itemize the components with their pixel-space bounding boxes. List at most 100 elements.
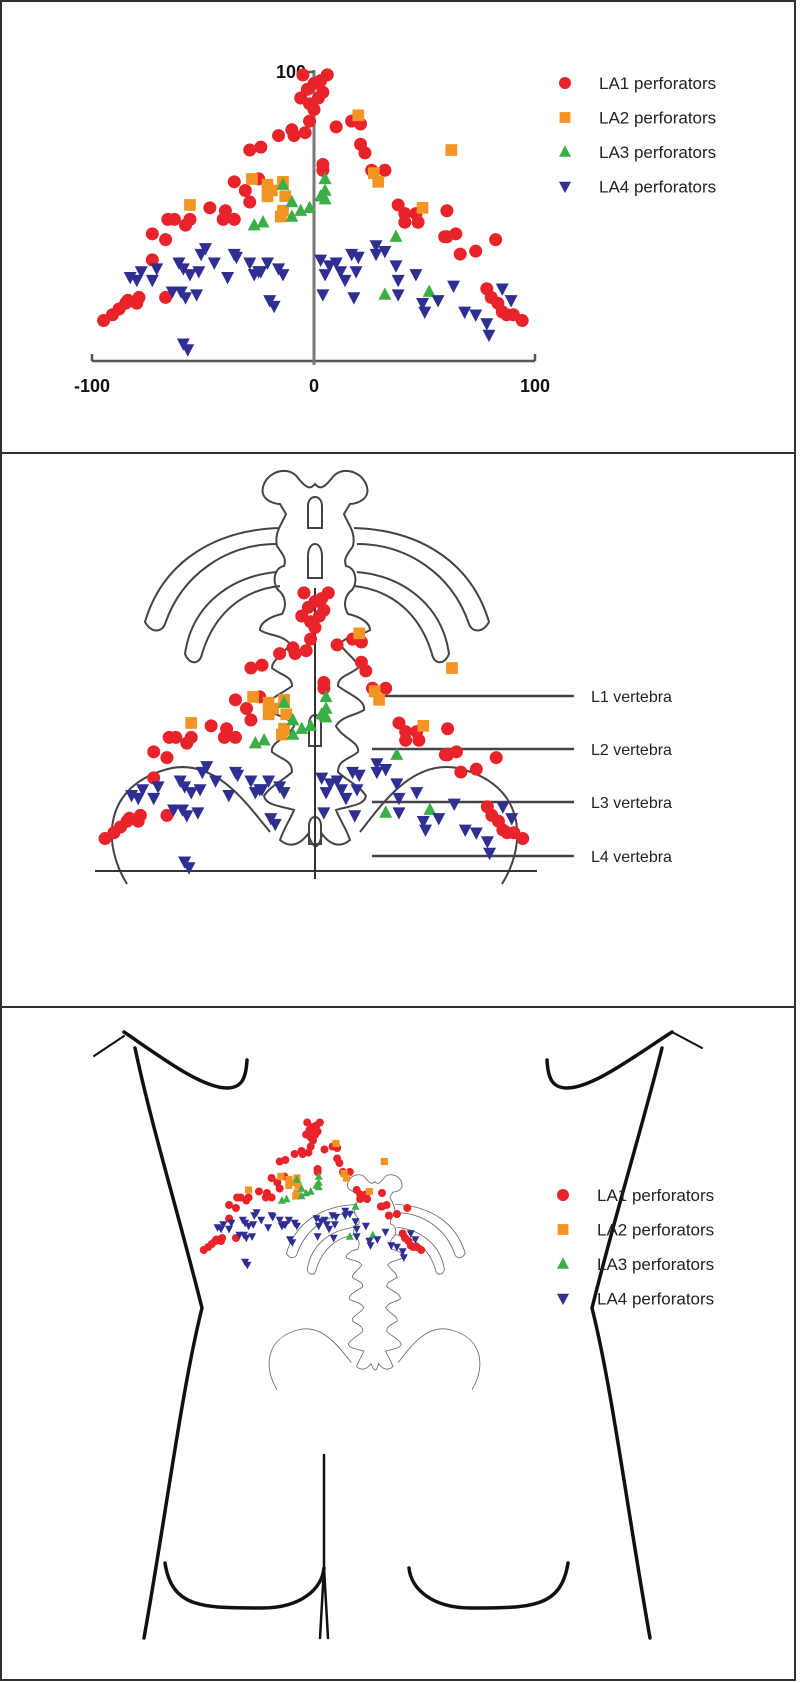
la4-point-body	[399, 1254, 408, 1262]
la4-point-diagram	[248, 787, 262, 800]
la4-point-body	[341, 1207, 350, 1216]
la4-point-body	[352, 1233, 361, 1241]
la1-point-diagram	[516, 832, 530, 846]
la4-point-body	[330, 1221, 339, 1229]
la2-point-body	[380, 1157, 388, 1166]
triangle-down-legend-icon	[557, 1293, 569, 1306]
la4-point	[378, 245, 392, 259]
la1-point	[378, 163, 392, 177]
la4-point-body	[312, 1215, 321, 1223]
la4-point-body	[406, 1230, 415, 1238]
la1-point-body	[218, 1234, 227, 1242]
la1-point	[272, 129, 286, 143]
la4-point-diagram	[480, 836, 494, 849]
la2-point	[416, 201, 429, 214]
square-legend-icon	[559, 112, 571, 123]
la1-point-body	[290, 1150, 299, 1158]
legend-label: LA2 perforators	[597, 1221, 714, 1240]
la4-point-body	[366, 1242, 375, 1250]
la1-point-diagram	[133, 808, 147, 822]
legend-item: LA2 perforators	[559, 109, 716, 128]
la1-point-diagram	[489, 751, 503, 765]
la1-point-diagram	[244, 661, 258, 675]
la4-point-body	[320, 1216, 329, 1225]
la4-point-diagram	[167, 804, 181, 817]
la1-point-diagram	[438, 748, 452, 762]
la4-point-diagram	[244, 775, 258, 788]
la1-point	[238, 183, 252, 197]
la4-point	[504, 295, 518, 308]
la3-point-diagram	[390, 747, 404, 760]
la4-point-body	[292, 1222, 301, 1231]
la4-point	[145, 274, 159, 288]
la3-point	[314, 189, 328, 202]
la4-point	[183, 269, 197, 282]
vertebra-label-l3: L3 vertebra	[591, 795, 672, 812]
la4-point-diagram	[392, 792, 406, 806]
la4-point-diagram	[136, 784, 150, 797]
la4-point	[207, 257, 221, 270]
la4-point-body	[244, 1222, 253, 1231]
la1-point	[203, 201, 217, 215]
la2-point-body	[277, 1172, 285, 1181]
triangle-up-legend-icon	[559, 145, 571, 157]
la1-point	[303, 114, 317, 128]
la4-point-body	[341, 1212, 350, 1220]
buttock-left	[163, 1561, 326, 1610]
la3-point-body	[282, 1194, 291, 1203]
gluteal-cleft	[318, 1453, 330, 1640]
la3-point-diagram	[257, 733, 271, 746]
la1-point-diagram	[469, 762, 483, 776]
la1-point-diagram	[412, 733, 426, 747]
la1-point-body	[392, 1210, 401, 1218]
legend-item: LA3 perforators	[559, 143, 716, 162]
la4-point	[254, 266, 268, 279]
la4-point-diagram	[182, 862, 196, 875]
la4-point	[314, 254, 328, 267]
la1-point	[287, 129, 301, 143]
la4-point	[181, 344, 195, 357]
body-diagram-points	[199, 1118, 426, 1270]
chart-points	[97, 68, 529, 357]
la4-point-diagram	[335, 784, 349, 797]
legend-item: LA4 perforators	[559, 178, 716, 197]
la4-point-body	[381, 1228, 390, 1237]
la1-point-diagram	[180, 736, 194, 750]
la3-point-diagram	[315, 707, 329, 720]
vertebra-diagram-panel: L1 vertebra L2 vertebra L3 vertebra L4 v…	[0, 452, 796, 1008]
la4-point-diagram	[277, 787, 291, 800]
x-tick-label: -100	[74, 376, 110, 396]
la1-point-diagram	[288, 647, 302, 661]
la4-point-diagram	[131, 792, 145, 806]
iliac-crest-right	[397, 1328, 481, 1390]
la1-point-diagram	[308, 621, 322, 635]
circle-legend-icon	[557, 1189, 569, 1201]
la2-point-body	[292, 1192, 300, 1200]
la1-point-body	[417, 1246, 426, 1254]
la1-point-body	[261, 1193, 270, 1202]
la1-point	[515, 314, 529, 328]
la1-point	[132, 290, 146, 304]
legend-label: LA1 perforators	[599, 74, 716, 93]
legend-item: LA4 perforators	[557, 1290, 714, 1309]
la4-point	[247, 269, 261, 282]
la4-point-diagram	[447, 798, 461, 812]
la4-point-diagram	[317, 807, 331, 820]
la4-point-diagram	[195, 766, 209, 780]
la2-point-diagram	[373, 693, 385, 706]
la1-point	[145, 253, 159, 267]
la4-point-body	[329, 1234, 338, 1243]
la1-point-diagram	[399, 733, 413, 747]
vertebral-column	[258, 469, 372, 847]
buttock-right	[407, 1561, 570, 1610]
la1-point-body	[199, 1246, 208, 1254]
la2-point-body	[285, 1181, 293, 1190]
la1-point-diagram	[449, 745, 463, 759]
rib-right-lower	[353, 571, 451, 664]
la2-point	[246, 173, 258, 185]
la1-point-body	[304, 1148, 313, 1157]
la4-point-diagram	[379, 763, 393, 777]
la1-point-diagram	[239, 701, 253, 715]
la4-point-diagram	[432, 813, 446, 826]
